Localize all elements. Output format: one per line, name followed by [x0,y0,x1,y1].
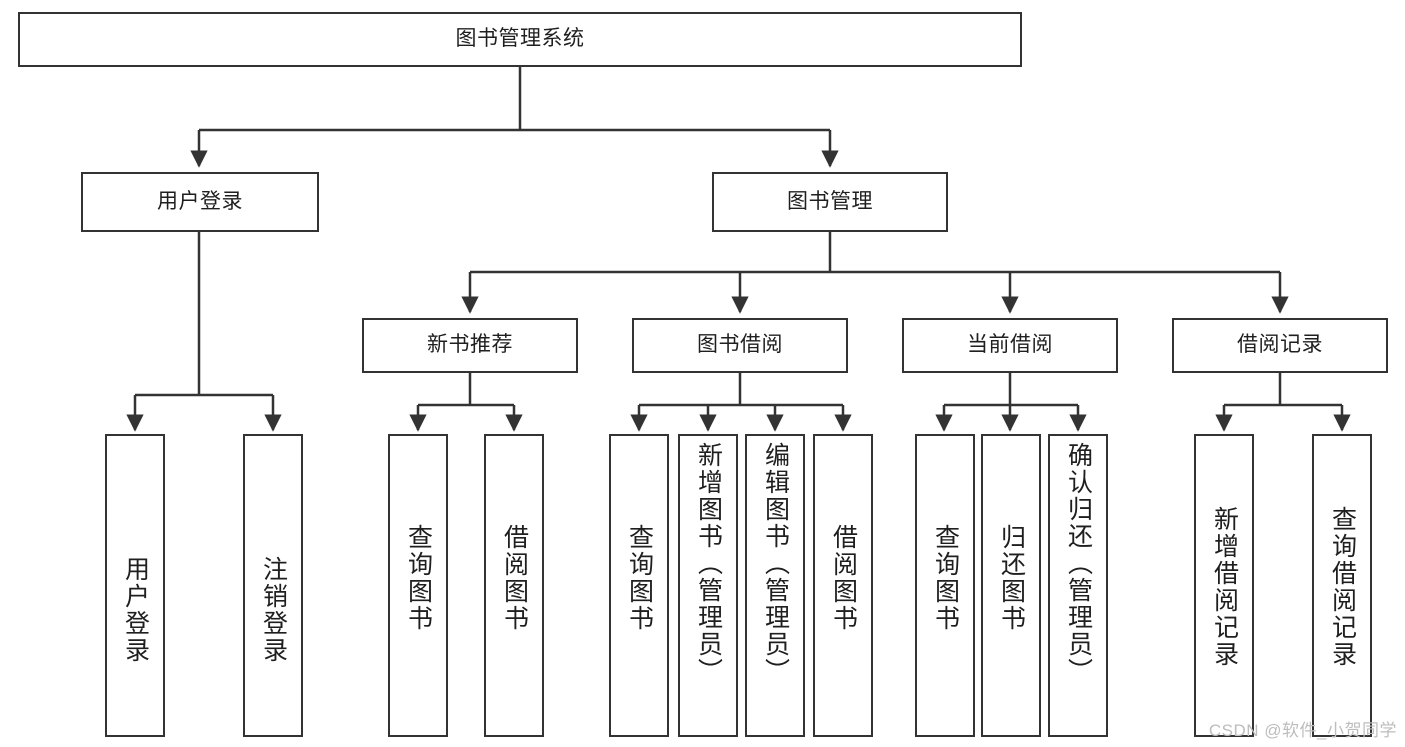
csdn-watermark: CSDN @软件_小贺同学 [1208,721,1397,740]
node-label: 用户登录 [157,189,243,213]
node-label: 当前借阅 [967,333,1053,357]
leaf-add-book-admin[interactable]: 新增图书（管理员） [678,434,738,737]
node-borrow-record[interactable]: 借阅记录 [1172,318,1388,373]
leaf-logout[interactable]: 注销登录 [243,434,303,737]
node-label: 图书管理 [787,189,873,213]
node-label: 查询借阅记录 [1328,506,1357,668]
leaf-query-borrow-record[interactable]: 查询借阅记录 [1312,434,1372,737]
node-label: 新增借阅记录 [1210,506,1239,668]
leaf-query-book-current[interactable]: 查询图书 [915,434,975,737]
node-user-login[interactable]: 用户登录 [81,172,319,232]
leaf-confirm-return-admin[interactable]: 确认归还（管理员） [1048,434,1108,737]
node-label: 查询图书 [404,524,433,632]
node-label: 图书管理系统 [455,27,585,51]
leaf-return-book[interactable]: 归还图书 [981,434,1041,737]
node-label: 查询图书 [931,524,960,632]
node-root-system[interactable]: 图书管理系统 [18,12,1022,67]
node-new-book-recommend[interactable]: 新书推荐 [362,318,578,373]
node-label: 归还图书 [997,524,1026,632]
node-label: 新书推荐 [427,333,513,357]
leaf-query-book-recommend[interactable]: 查询图书 [388,434,448,737]
node-label: 借阅图书 [829,524,858,632]
node-label: 借阅记录 [1237,333,1323,357]
node-label: 用户登录 [121,556,150,664]
node-label: 借阅图书 [500,524,529,632]
leaf-borrow-book-recommend[interactable]: 借阅图书 [484,434,544,737]
leaf-add-borrow-record[interactable]: 新增借阅记录 [1194,434,1254,737]
node-current-borrow[interactable]: 当前借阅 [902,318,1118,373]
leaf-query-book-borrow[interactable]: 查询图书 [609,434,669,737]
node-label: 编辑图书（管理员） [761,442,790,685]
leaf-edit-book-admin[interactable]: 编辑图书（管理员） [745,434,805,737]
leaf-borrow-book[interactable]: 借阅图书 [813,434,873,737]
node-label: 确认归还（管理员） [1064,442,1093,685]
node-book-management[interactable]: 图书管理 [712,172,948,232]
node-label: 新增图书（管理员） [694,442,723,685]
leaf-user-login[interactable]: 用户登录 [105,434,165,737]
node-label: 注销登录 [259,556,288,664]
node-label: 图书借阅 [697,333,783,357]
node-label: 查询图书 [625,524,654,632]
node-book-borrow[interactable]: 图书借阅 [632,318,848,373]
